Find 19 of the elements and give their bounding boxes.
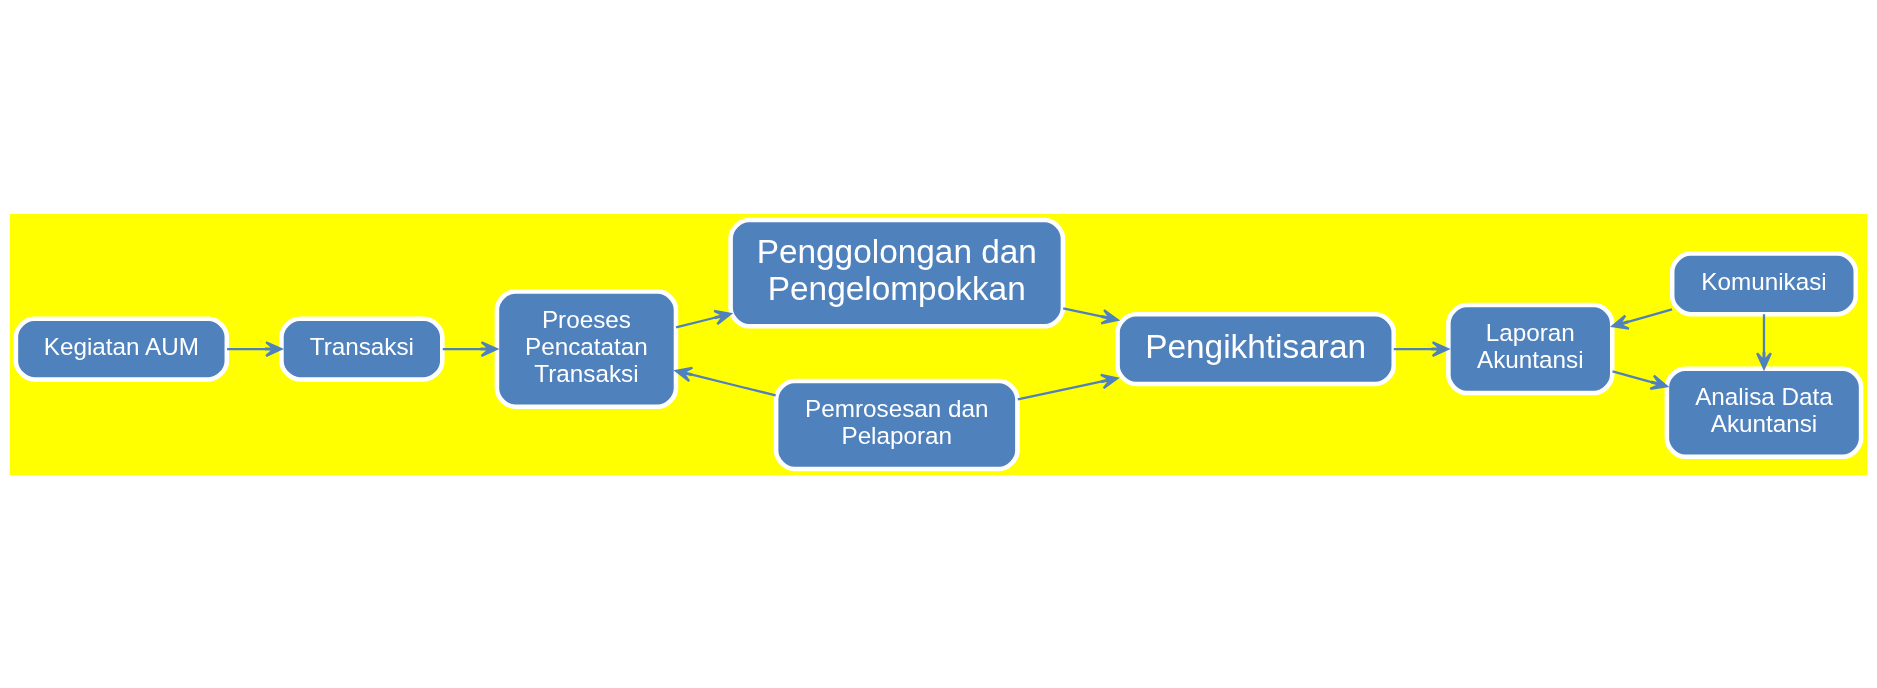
node-box: Proeses Pencatatan Transaksi [494,288,679,409]
node-box: Transaksi [279,315,445,382]
node-box: Komunikasi [1669,250,1859,316]
node-box: Penggolongan dan Pengelompokkan [728,217,1066,329]
node-box: Analisa Data Akuntansi [1664,366,1864,459]
arrow [1611,307,1673,330]
arrow [1017,373,1119,401]
arrow [442,340,498,357]
arrow [1612,369,1668,390]
node-box: Kegiatan AUM [13,315,230,382]
node-box: Pemrosesan dan Pelaporan [773,378,1020,471]
arrow [674,366,776,396]
arrow [1393,340,1449,357]
arrow [227,340,283,357]
arrow [675,309,732,328]
arrow [1756,313,1772,370]
node-box: Laporan Akuntansi [1446,302,1615,395]
arrow [1062,306,1119,325]
node-box: Pengikhtisaran [1115,311,1396,386]
